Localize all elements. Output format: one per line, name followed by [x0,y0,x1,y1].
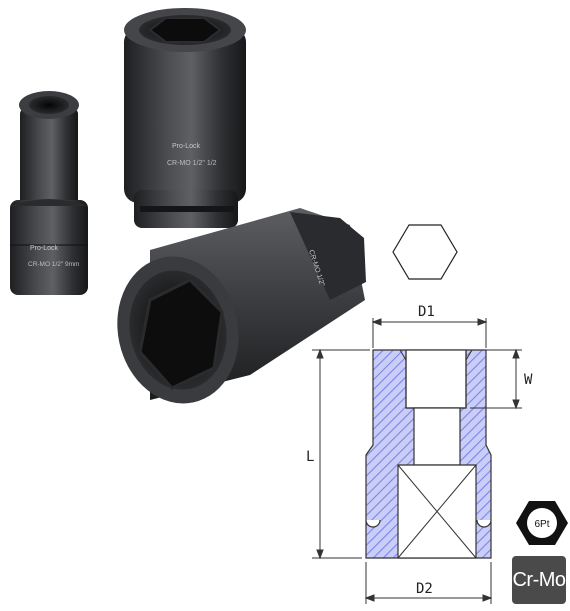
small-deep-socket: Pro-Lock CR-MO 1/2" 9mm [10,91,88,295]
tall-socket-brand: Pro-Lock [172,143,201,150]
dimension-label-d2: D2 [416,581,433,597]
dimension-label-d1: D1 [418,304,435,320]
tall-deep-socket: Pro-Lock CR-MO 1/2" 1/2 [124,8,246,228]
small-socket-brand: Pro-Lock [30,245,59,252]
dimension-label-w: W [524,372,533,388]
lying-deep-socket: CR-MO 1/2" [117,208,366,404]
small-socket-stamp: CR-MO 1/2" 9mm [28,261,79,268]
dimension-lines [312,318,522,604]
six-point-label: 6Pt [534,519,549,530]
cross-section-diagram [365,349,492,559]
material-badge: Cr-Mo [512,556,566,604]
dimension-label-l: L [306,449,314,465]
hexagon-icon [392,224,458,280]
tall-socket-stamp: CR-MO 1/2" 1/2 [167,160,217,167]
six-point-badge: 6Pt [516,501,568,545]
